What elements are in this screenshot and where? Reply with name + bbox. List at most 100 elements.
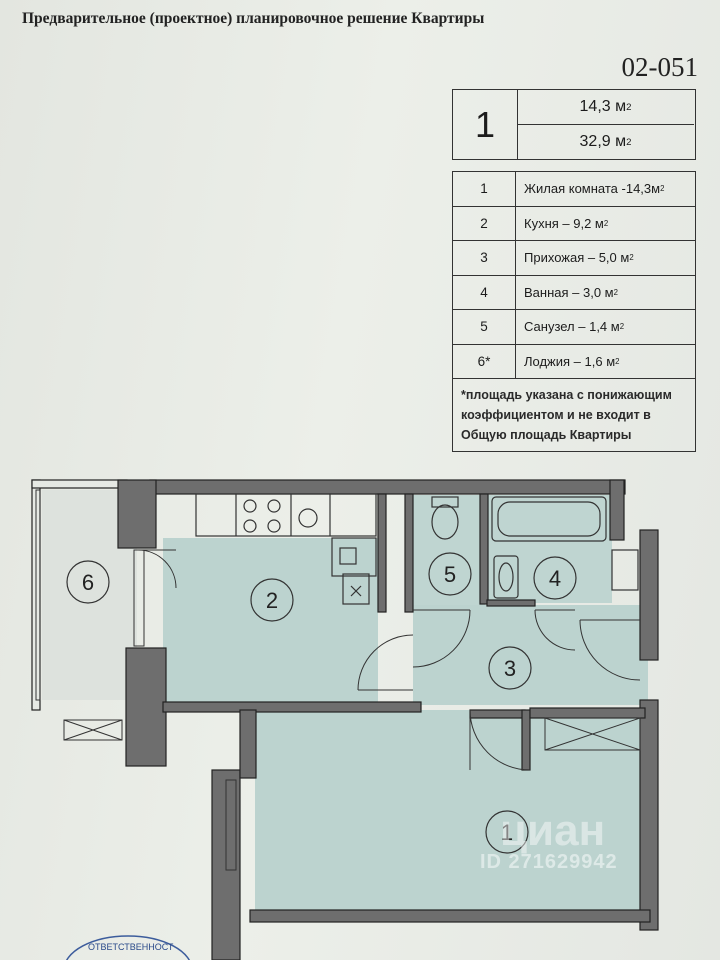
room-3-fill: [413, 605, 648, 705]
wall-partition-2: [404, 493, 414, 613]
room-label-5: 5: [444, 562, 456, 587]
wall-right-mid: [639, 529, 659, 661]
walls: [31, 479, 659, 960]
room-marker-6: [66, 560, 110, 604]
wall-right-lower: [639, 699, 659, 931]
room-label-2: 2: [266, 588, 278, 613]
wall-room1-left-upper: [239, 709, 257, 779]
wall-top: [149, 479, 626, 495]
room-2-fill: [163, 538, 378, 708]
door-bath: [534, 609, 576, 651]
bathroom-fixtures: [431, 496, 639, 599]
total-area-value: 32,9 м: [579, 133, 627, 150]
wall-partition-3: [479, 493, 489, 605]
door-wc: [412, 609, 471, 668]
stamp-text: ОТВЕТСТВЕННОСТ: [88, 942, 174, 952]
unit-superscript: 2: [626, 136, 632, 148]
room-number: 6*: [453, 344, 516, 378]
watermark-id: ID 271629942: [480, 851, 618, 873]
windows: [35, 489, 641, 871]
stamp: ОТВЕТСТВЕННОСТ: [65, 935, 191, 960]
ventilation-shaft-icon: [544, 717, 641, 751]
window-kitchen: [133, 549, 145, 647]
room-label-4: 4: [549, 566, 561, 591]
wall-right: [609, 479, 625, 541]
room-marker-3: [488, 646, 532, 690]
counter: [195, 493, 377, 537]
room-4-fill: [487, 495, 612, 603]
wall-corridor-post: [521, 709, 531, 771]
room-label-3: 3: [504, 656, 516, 681]
area-footnote: *площадь указана с понижающим коэффициен…: [461, 388, 672, 442]
unit-superscript: 2: [626, 101, 632, 113]
room-number: 4: [453, 275, 516, 309]
room-marker-5: [428, 552, 472, 596]
door-room1: [469, 709, 531, 771]
room-marker-4: [533, 556, 577, 600]
room-number: 5: [453, 310, 516, 344]
room-label-1: 1: [501, 820, 513, 845]
room-label-6: 6: [82, 570, 94, 595]
door-kitchen: [357, 634, 414, 691]
ac-unit-icon: [63, 719, 123, 741]
floor-plan: 6 2 5 4 3 1 циан ID 271629942 ОТВЕТСТВЕН…: [31, 479, 659, 960]
washbasin-icon: [493, 555, 519, 599]
room-1-fill: [255, 710, 640, 915]
wall-bath-bottom: [486, 599, 536, 607]
rooms-count: 1: [453, 90, 518, 159]
column-left-top: [117, 479, 157, 549]
stove-burner-icon: [267, 499, 281, 513]
loggia-top: [31, 479, 128, 489]
wall-kitchen-room1: [162, 701, 422, 713]
room-fills: [42, 490, 648, 915]
apartment-number: 02-051: [621, 52, 699, 82]
washer-icon: [611, 549, 639, 591]
window-room1: [225, 779, 237, 871]
toilet-tank-icon: [431, 496, 459, 508]
room-number: 1: [453, 172, 516, 206]
loggia-glazing: [35, 489, 41, 701]
room-number: 3: [453, 241, 516, 275]
watermark-brand: циан: [500, 806, 605, 855]
door-entrance: [579, 619, 641, 681]
room-5-fill: [413, 495, 485, 605]
room-labels: [66, 552, 577, 854]
living-area-value: 14,3 м: [579, 98, 627, 115]
room-number: 2: [453, 206, 516, 240]
stamp-ring-icon: [65, 935, 191, 960]
stove-burner-icon: [243, 519, 257, 533]
document-title: Предварительное (проектное) планировочно…: [22, 10, 485, 27]
wall-shaft: [529, 707, 646, 719]
bathtub-icon: [491, 496, 607, 542]
wall-partition-1: [377, 493, 387, 613]
wall-bottom: [249, 909, 651, 923]
riser-icon: [342, 573, 370, 605]
fridge-icon: [331, 537, 377, 577]
room-marker-1: [485, 810, 529, 854]
kitchen-counter: [195, 493, 377, 605]
room-marker-2: [250, 578, 294, 622]
column-left-lower: [125, 647, 167, 767]
wall-corridor: [469, 709, 526, 719]
stove-burner-icon: [243, 499, 257, 513]
toilet-icon: [431, 504, 459, 540]
stove-burner-icon: [267, 519, 281, 533]
sink-icon: [298, 508, 318, 528]
